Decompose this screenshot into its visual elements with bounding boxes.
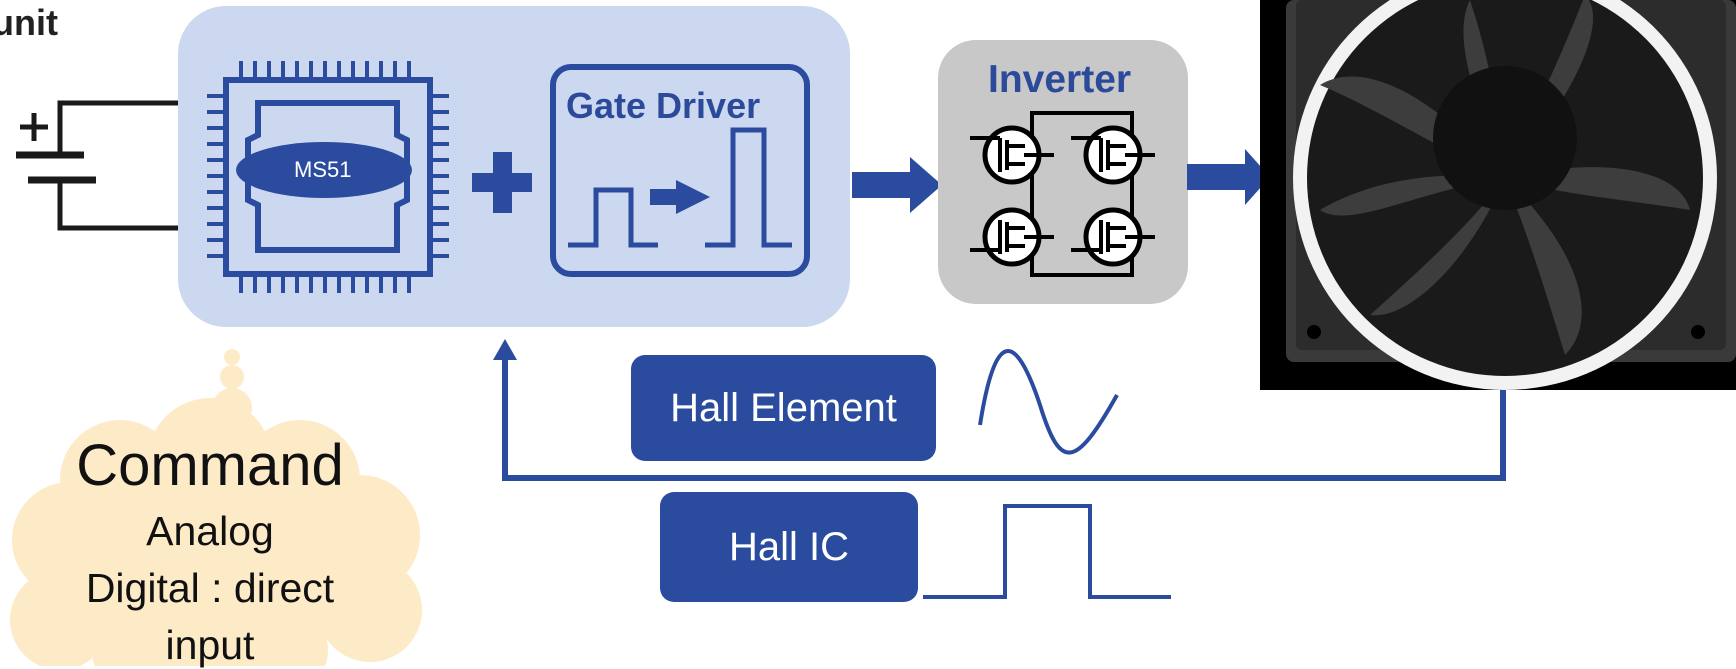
command-line-input: input — [165, 622, 255, 668]
plus-icon — [472, 152, 532, 213]
command-line-digital: Digital : direct — [85, 565, 335, 611]
mcu-chip-icon — [207, 61, 449, 293]
sine-wave-icon — [978, 349, 1119, 455]
feedback-line — [502, 355, 1506, 481]
section-heading: unit — [0, 2, 58, 43]
hall-element-box: Hall Element — [631, 355, 936, 461]
arrow-right-icon — [852, 157, 942, 213]
command-line-analog: Analog — [146, 508, 274, 554]
mcu-label: MS51 — [294, 157, 352, 182]
gate-driver-box — [550, 64, 810, 277]
controller-panel — [178, 6, 850, 327]
mosfet-bridge-icon — [970, 111, 1155, 277]
command-title: Command — [76, 433, 344, 498]
arrow-up-icon — [493, 339, 517, 360]
battery-icon — [16, 100, 178, 231]
hall-ic-box: Hall IC — [660, 492, 918, 602]
command-cloud — [10, 398, 422, 666]
inverter-title: Inverter — [988, 58, 1132, 101]
gate-driver-title: Gate Driver — [566, 85, 761, 126]
cooling-fan-image — [1260, 0, 1736, 390]
pulse-wave-icon — [923, 504, 1171, 599]
arrow-right-icon — [1187, 149, 1270, 205]
